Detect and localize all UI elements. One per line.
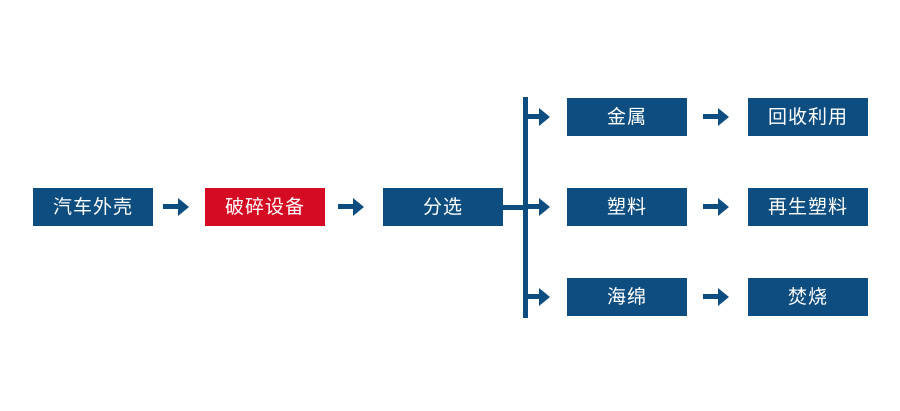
arrow-head [718,288,729,306]
bus-connector-stub [503,205,528,210]
arrow-shaft [703,114,722,119]
node-recycle-reuse[interactable]: 回收利用 [748,98,868,136]
node-label: 分选 [422,195,463,218]
arrow-shaft [526,294,543,299]
node-label: 海绵 [606,285,647,308]
node-car-shell[interactable]: 汽车外壳 [33,188,153,226]
node-label: 塑料 [606,195,647,218]
arrow-right-icon-sponge-to-incineration [703,288,729,306]
node-sponge[interactable]: 海绵 [567,278,687,316]
branch-bus-line [523,97,528,318]
node-metal[interactable]: 金属 [567,98,687,136]
arrow-right-icon-plastic-to-recycled-plastic [703,198,729,216]
arrow-head [718,198,729,216]
arrow-right-icon-crusher-to-sorting [338,198,364,216]
arrow-right-icon-bus-to-metal [526,108,550,126]
node-sorting[interactable]: 分选 [383,188,503,226]
arrow-right-icon-bus-to-plastic [526,198,550,216]
arrow-shaft [526,204,543,209]
arrow-head [539,108,550,126]
node-plastic[interactable]: 塑料 [567,188,687,226]
arrow-head [178,198,189,216]
node-crushing-equipment[interactable]: 破碎设备 [205,188,325,226]
arrow-head [718,108,729,126]
node-label: 焚烧 [787,285,828,308]
arrow-shaft [338,204,357,209]
arrow-head [539,288,550,306]
node-label: 破碎设备 [224,195,305,218]
node-label: 金属 [606,105,647,128]
arrow-right-icon-metal-to-recycle [703,108,729,126]
arrow-shaft [703,204,722,209]
arrow-shaft [526,114,543,119]
arrow-shaft [703,294,722,299]
arrow-shaft [163,204,182,209]
arrow-head [353,198,364,216]
node-label: 回收利用 [767,105,848,128]
node-label: 再生塑料 [767,195,848,218]
arrow-right-icon-bus-to-sponge [526,288,550,306]
node-recycled-plastic[interactable]: 再生塑料 [748,188,868,226]
node-label: 汽车外壳 [52,195,133,218]
arrow-head [539,198,550,216]
arrow-right-icon-shell-to-crusher [163,198,189,216]
node-incineration[interactable]: 焚烧 [748,278,868,316]
